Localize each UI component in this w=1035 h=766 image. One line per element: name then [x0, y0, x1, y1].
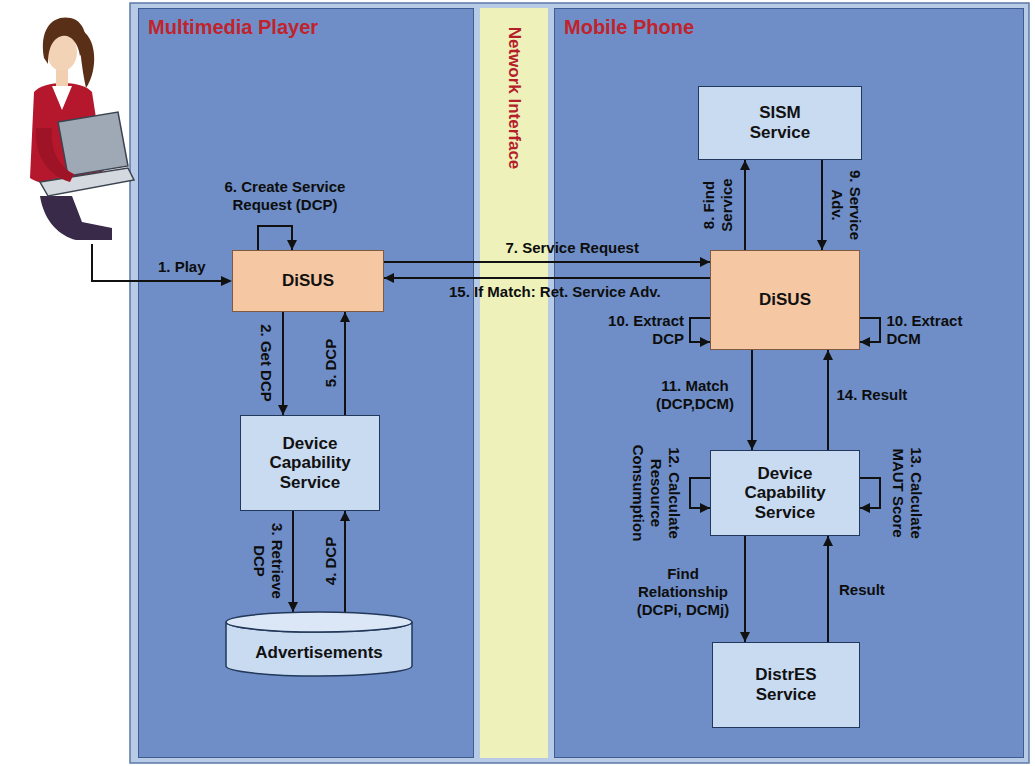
- box-label: DiSUS: [759, 290, 811, 310]
- panel-title: Mobile Phone: [564, 16, 694, 39]
- connector-arrow: [344, 312, 346, 415]
- step-label-box: 1. Play: [158, 258, 206, 276]
- edge-label: 3. Retrieve DCP: [250, 516, 286, 606]
- connector-arrow: [821, 160, 823, 250]
- edge-label: 4. DCP: [322, 537, 340, 585]
- edge-label: 7. Service Request: [506, 239, 639, 257]
- user-illustration: [30, 18, 134, 240]
- device-panel: Mobile PhoneSISM ServiceDiSUS Device Capa…: [554, 8, 1024, 758]
- edge-label: 5. DCP: [322, 339, 340, 387]
- service-box: DistrES Service: [712, 642, 860, 728]
- database-cylinder: Advertisements: [226, 612, 412, 676]
- edge-label: 2. Get DCP: [257, 324, 275, 402]
- connector-arrow: [282, 312, 284, 415]
- frame-ground: [130, 3, 1029, 763]
- box-label: SISM Service: [734, 103, 826, 142]
- edge-label-box: 12. Calculate Resource Consumption: [628, 436, 682, 551]
- connector-arrow: [690, 478, 710, 508]
- connector-arrow: [292, 511, 294, 612]
- edge-label-box: 5. DCP: [322, 339, 340, 387]
- connector-arrow: [690, 318, 710, 342]
- edge-label-box: 13. Calculate MAUT Score: [888, 441, 924, 546]
- connector-arrow: [384, 261, 710, 263]
- service-box: Device Capability Service: [710, 450, 860, 536]
- connector-arrow: [258, 226, 292, 250]
- edge-label: Result: [839, 581, 885, 599]
- edge-label-box: 2. Get DCP: [257, 324, 275, 402]
- connector-arrow: [827, 536, 829, 642]
- edge-label-box: 14. Result: [837, 386, 908, 404]
- edge-label-box: 4. DCP: [322, 537, 340, 585]
- connector-arrow: [860, 478, 880, 508]
- edge-label: 6. Create Service Request (DCP): [200, 178, 370, 214]
- edge-label: 8. Find Service: [700, 170, 736, 240]
- edge-label-box: 6. Create Service Request (DCP): [200, 178, 370, 214]
- box-label: DiSUS: [282, 271, 334, 291]
- edge-label-box: 8. Find Service: [700, 170, 736, 240]
- connector-arrow: [751, 350, 753, 450]
- edge-label: 15. If Match: Ret. Service Adv.: [449, 283, 661, 301]
- connector-arrow: [744, 160, 746, 250]
- edge-label: 10. Extract DCM: [887, 312, 982, 348]
- edge-label: 11. Match (DCP,DCM): [648, 377, 743, 413]
- box-label: Advertisements: [255, 643, 383, 663]
- edge-label: 9. Service Adv.: [828, 164, 864, 246]
- edge-label-box: 9. Service Adv.: [828, 164, 864, 246]
- edge-label-box: Find Relationship (DCPi, DCMj): [628, 565, 738, 619]
- box-label: Device Capability Service: [255, 434, 365, 493]
- connector-arrow: [744, 536, 746, 642]
- edge-label-box: 3. Retrieve DCP: [250, 516, 286, 606]
- edge-label: Find Relationship (DCPi, DCMj): [628, 565, 738, 619]
- service-box: SISM Service: [698, 86, 862, 160]
- edge-label: 12. Calculate Resource Consumption: [628, 436, 682, 551]
- step-label: 1. Play: [158, 258, 206, 276]
- service-box: DiSUS: [232, 250, 384, 312]
- edge-label-box: 15. If Match: Ret. Service Adv.: [449, 283, 661, 301]
- edge-label-box: 10. Extract DCP: [592, 312, 684, 348]
- edge-label: 14. Result: [837, 386, 908, 404]
- edge-label: 13. Calculate MAUT Score: [888, 441, 924, 546]
- play-arrowhead: [221, 276, 232, 286]
- box-label: Device Capability Service: [730, 464, 840, 523]
- cylinder-top: [226, 612, 412, 632]
- play-arrow-line: [92, 244, 222, 281]
- edge-label-box: 11. Match (DCP,DCM): [648, 377, 743, 413]
- connector-arrow: [860, 318, 880, 342]
- device-panel: Multimedia PlayerDiSUS Device Capability …: [138, 8, 474, 758]
- connector-arrow: [344, 511, 346, 612]
- network-band: Network Interface: [480, 8, 548, 758]
- connector-arrow: [384, 277, 710, 279]
- service-box: DiSUS: [710, 250, 860, 350]
- panel-title: Multimedia Player: [148, 16, 318, 39]
- box-label: DistrES Service: [740, 665, 832, 704]
- service-box: Device Capability Service: [240, 415, 380, 511]
- edge-label: 10. Extract DCP: [592, 312, 684, 348]
- connector-arrow: [827, 350, 829, 450]
- edge-label-box: 7. Service Request: [506, 239, 639, 257]
- band-title: Network Interface: [504, 27, 524, 170]
- edge-label-box: Result: [839, 581, 885, 599]
- edge-label-box: 10. Extract DCM: [887, 312, 982, 348]
